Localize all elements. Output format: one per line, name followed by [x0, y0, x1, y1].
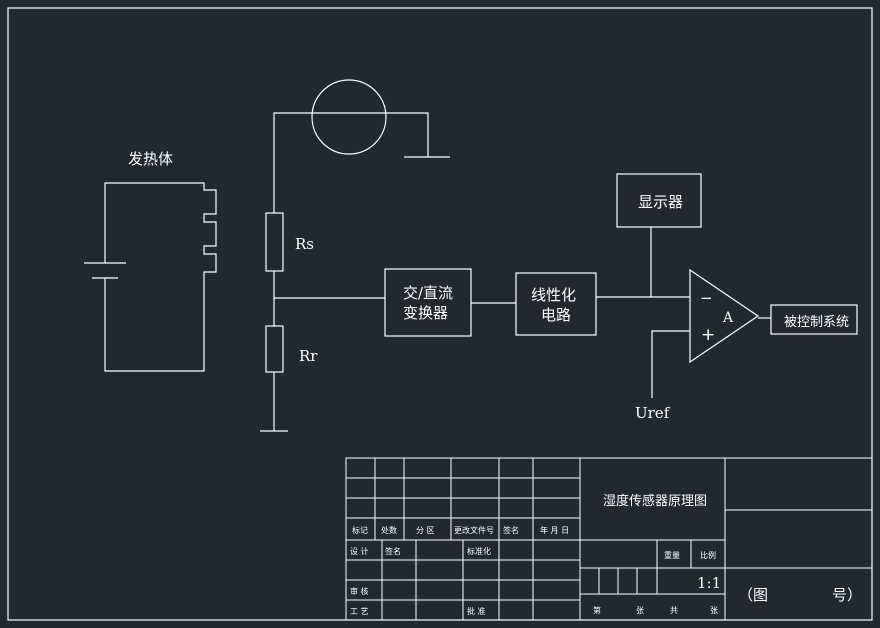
total-unit-label: 张 — [710, 606, 718, 615]
top-wire — [273, 112, 429, 213]
approve-label: 批 准 — [467, 606, 486, 616]
linearizer-label-line2: 电路 — [541, 306, 571, 324]
heater-label: 发热体 — [128, 150, 173, 168]
uref-wire — [651, 330, 690, 398]
weight-label: 重量 — [664, 550, 680, 560]
rr-resistor — [265, 325, 284, 373]
uref-label: Uref — [635, 404, 671, 422]
converter-label-line1: 交/直流 — [403, 284, 453, 302]
drawing-no-label: （图 — [738, 586, 768, 604]
display-box — [616, 173, 702, 228]
heater: 发热体 — [84, 150, 217, 372]
converter-label-line2: 变换器 — [403, 304, 448, 322]
rs-label: Rs — [295, 235, 314, 253]
sensor-bridge: Rs Rr — [260, 79, 450, 432]
heater-circuit-loop — [104, 182, 217, 372]
drawing-no-end-label: 号） — [832, 586, 862, 604]
title-block: 标记 处数 分 区 更改文件号 签名 年 月 日 设 计 签名 标准化 审 核 … — [345, 457, 873, 621]
title-block-frame — [345, 457, 873, 621]
standardization-label: 标准化 — [467, 546, 491, 556]
linearizer-box — [515, 272, 597, 336]
controlled-system-box — [770, 304, 858, 335]
linearizer-label-line1: 线性化 — [531, 286, 576, 304]
header-date: 年 月 日 — [540, 525, 569, 535]
amp-plus: + — [701, 325, 715, 345]
scale-value: 1:1 — [697, 574, 721, 592]
scale-label: 比例 — [700, 550, 716, 560]
controlled-system-label: 被控制系统 — [784, 315, 849, 330]
rs-resistor — [265, 212, 284, 272]
controlled-system: 被控制系统 — [770, 304, 858, 335]
amplifier-triangle — [689, 268, 760, 364]
display-label: 显示器 — [638, 193, 683, 211]
header-signature: 签名 — [503, 525, 519, 535]
design-signature-label: 签名 — [385, 546, 401, 556]
process-label: 工 艺 — [350, 607, 369, 616]
drawing-title: 湿度传感器原理图 — [603, 493, 707, 509]
design-label: 设 计 — [350, 546, 369, 556]
sheet-no-label: 第 — [593, 605, 601, 615]
display: 显示器 — [616, 173, 702, 297]
review-label: 审 核 — [350, 586, 369, 596]
sheet-unit-label: 张 — [636, 606, 644, 615]
header-mark: 标记 — [352, 525, 368, 535]
converter-box — [384, 268, 472, 337]
header-zone: 分 区 — [416, 526, 435, 535]
linearizer: 线性化 电路 — [515, 272, 597, 336]
amp-minus: − — [700, 289, 713, 307]
sensor-circle — [311, 79, 387, 155]
ac-dc-converter: 交/直流 变换器 — [384, 268, 472, 337]
rr-label: Rr — [299, 347, 318, 365]
amplifier: − + A Uref — [635, 268, 771, 422]
header-count: 处数 — [381, 525, 397, 535]
total-label: 共 — [670, 606, 678, 615]
header-change-doc: 更改文件号 — [454, 525, 494, 535]
amp-label: A — [722, 310, 734, 326]
